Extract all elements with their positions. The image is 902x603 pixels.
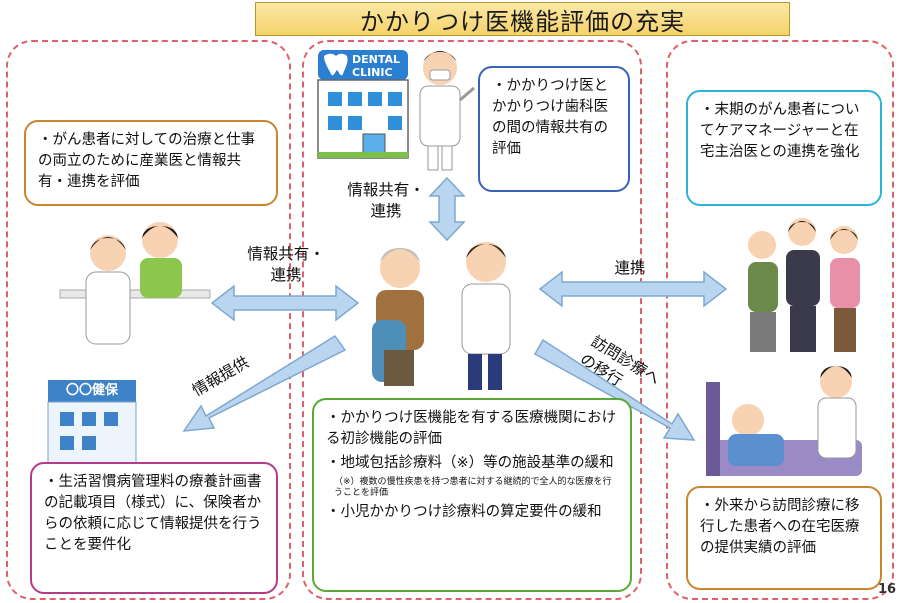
label-left: 情報共有・連携 (247, 245, 325, 284)
left-panel (6, 40, 291, 600)
right-bottom-box: ・外来から訪問診療に移行した患者への在宅医療の提供実績の評価 (686, 486, 882, 590)
dental-clinic-illustration: DENTAL CLINIC (317, 50, 409, 159)
home-visit-illustration (706, 366, 862, 476)
doctor-patient-left-illustration (59, 222, 211, 345)
dental-sign-line1: DENTAL (352, 53, 400, 66)
arrow-right-horizontal (538, 270, 728, 308)
page-title: かかりつけ医機能評価の充実 (255, 2, 790, 36)
center-doctor-patient-illustration (372, 242, 511, 390)
arrow-vertical (428, 176, 466, 242)
center-bottom-note: （※）複数の慢性疾患を持つ患者に対する継続的で全人的な医療を行うことを評価 (334, 477, 612, 498)
center-bottom-item-3: ・小児かかりつけ診療料の算定要件の緩和 (326, 504, 602, 520)
insurer-sign: 〇〇健保 (65, 383, 118, 398)
arrow-down-left (182, 334, 347, 432)
left-bottom-box: ・生活習慣病管理料の療養計画書の記載項目（様式）に、保険者からの依頼に応じて情報… (30, 462, 278, 594)
arrow-down-right (533, 338, 696, 441)
dentist-illustration (419, 51, 475, 171)
right-panel (666, 40, 894, 600)
center-panel (302, 40, 642, 600)
left-top-box: ・がん患者に対しての治療と仕事の両立のために産業医と情報共有・連携を評価 (24, 120, 278, 206)
dental-sign-line2: CLINIC (352, 66, 393, 79)
label-right: 連携 (614, 259, 646, 277)
insurer-building-illustration (47, 380, 137, 471)
center-bottom-box: ・かかりつけ医機能を有する医療機関における初診機能の評価 ・地域包括診療料（※）… (312, 398, 632, 592)
center-top-box: ・かかりつけ医とかかりつけ歯科医の間の情報共有の評価 (478, 66, 630, 192)
center-bottom-item-1: ・かかりつけ医機能を有する医療機関における初診機能の評価 (326, 410, 617, 447)
center-bottom-item-2: ・地域包括診療料（※）等の施設基準の緩和 (326, 455, 614, 471)
label-vertical: 情報共有・連携 (347, 181, 425, 220)
care-team-illustration (748, 218, 860, 352)
right-top-box: ・末期のがん患者についてケアマネージャーと在宅主治医との連携を強化 (686, 90, 882, 206)
page-number: 16 (878, 582, 897, 597)
arrow-left-horizontal (210, 284, 360, 322)
